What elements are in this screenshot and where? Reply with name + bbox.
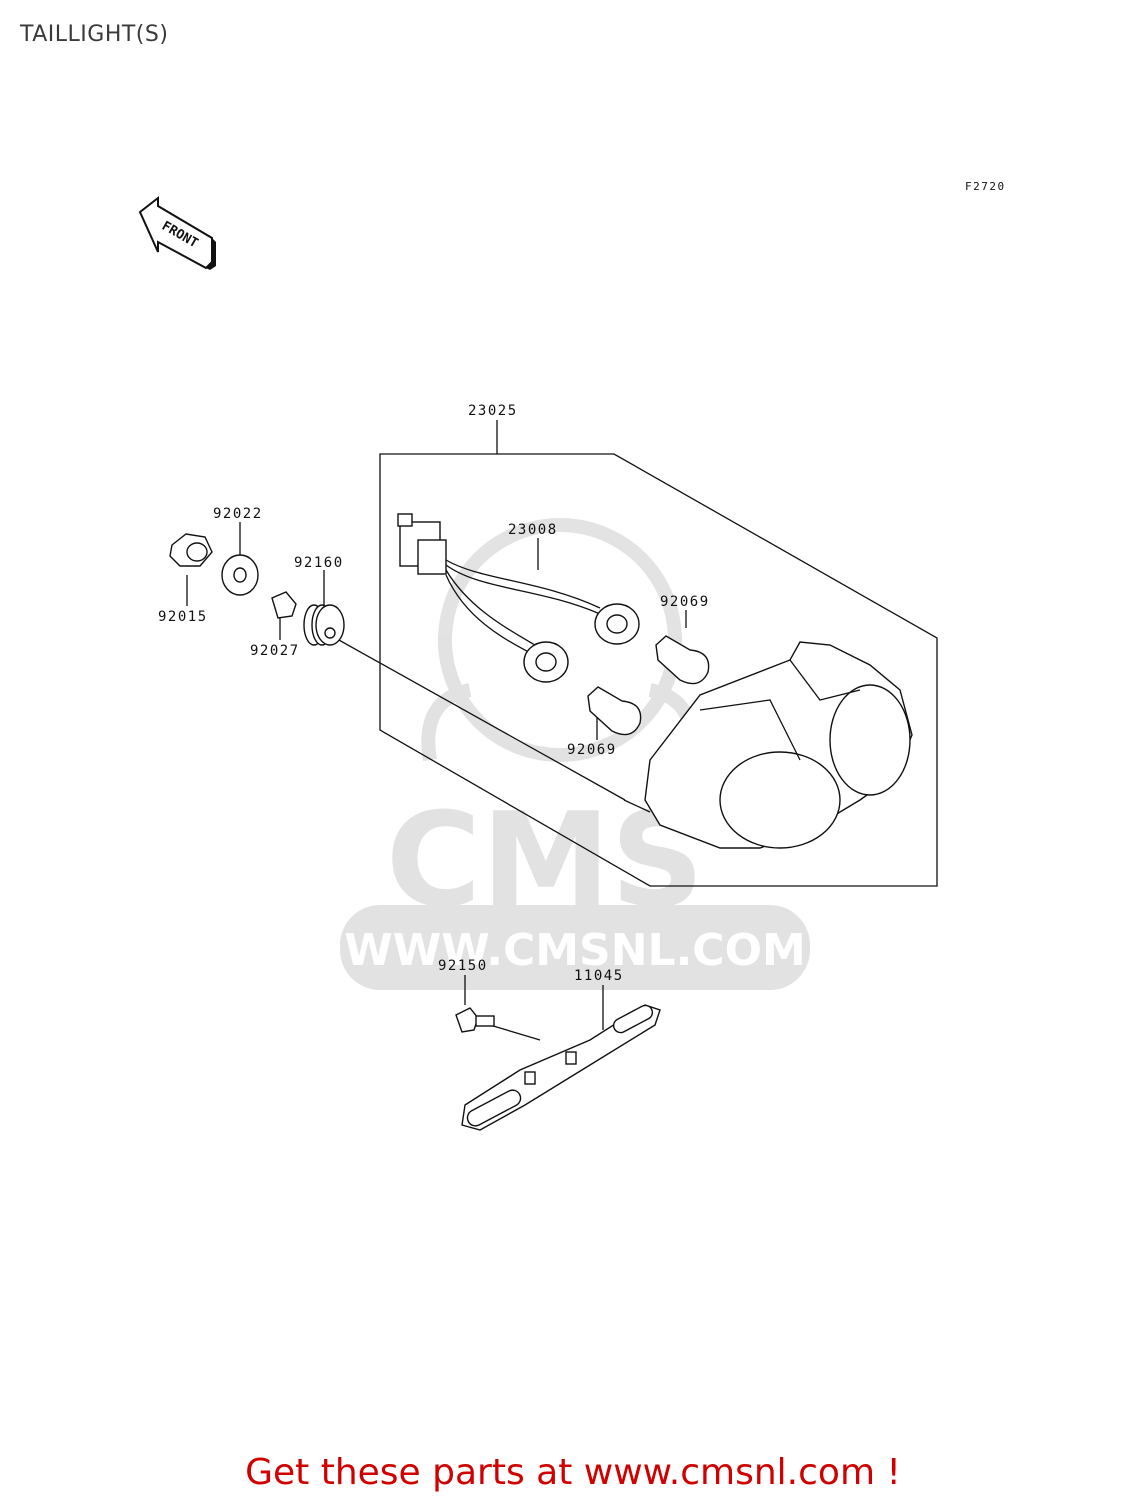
- label-92022: 92022: [213, 506, 263, 522]
- assembly-outline: [379, 453, 938, 887]
- collar: [271, 591, 297, 619]
- taillight-housing: [623, 641, 913, 849]
- label-11045: 11045: [574, 968, 624, 984]
- watermark-url: WWW.CMSNL.COM: [344, 925, 806, 976]
- label-92027: 92027: [250, 643, 300, 659]
- label-92160: 92160: [294, 555, 344, 571]
- washer: [221, 554, 259, 596]
- label-23025: 23025: [468, 403, 518, 419]
- figure-code: F2720: [965, 180, 1006, 193]
- bulb-upper: [655, 635, 710, 685]
- label-92069-upper: 92069: [660, 594, 710, 610]
- grommet: [303, 604, 345, 646]
- wiring-harness: [397, 513, 640, 683]
- page-title: TAILLIGHT(S): [20, 22, 169, 47]
- bracket: [461, 1004, 661, 1131]
- label-92069-lower: 92069: [567, 742, 617, 758]
- footer-link[interactable]: Get these parts at www.cmsnl.com !: [245, 1452, 901, 1493]
- label-23008: 23008: [508, 522, 558, 538]
- label-92015: 92015: [158, 609, 208, 625]
- front-arrow-icon: FRONT: [138, 195, 216, 270]
- nut: [169, 533, 213, 567]
- bolt: [455, 1007, 495, 1033]
- bulb-lower: [587, 686, 642, 736]
- label-92150: 92150: [438, 958, 488, 974]
